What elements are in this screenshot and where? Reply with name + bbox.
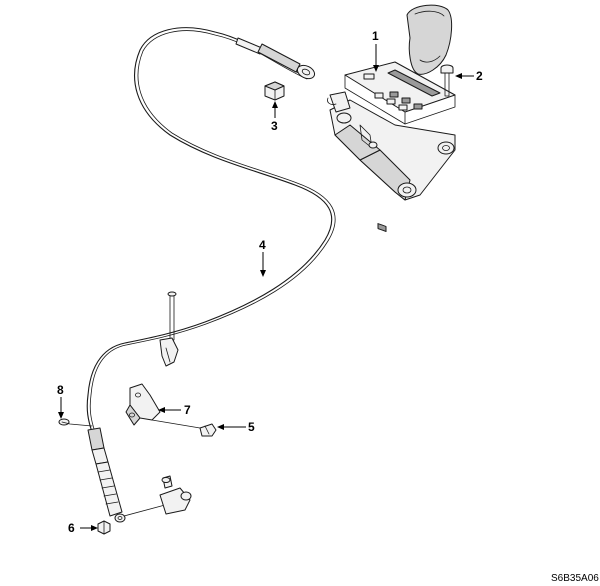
callout-4: 4 (259, 238, 266, 277)
callout-3: 3 (271, 101, 278, 133)
transmission-lever (159, 475, 192, 515)
callout-8: 8 (57, 383, 64, 419)
shift-cable (86, 27, 336, 433)
nut-part (264, 81, 285, 101)
callout-label-1: 1 (372, 29, 379, 43)
callout-label-4: 4 (259, 238, 266, 252)
cable-shifter-end (235, 37, 316, 80)
callout-1: 1 (372, 29, 379, 72)
callout-label-7: 7 (184, 403, 191, 417)
callout-2: 2 (455, 69, 483, 83)
callout-5: 5 (217, 420, 255, 434)
figure-code: S6B35A06 (551, 573, 599, 584)
retaining-clip-part-5 (199, 423, 217, 437)
callout-6: 6 (68, 521, 98, 535)
callout-label-5: 5 (248, 420, 255, 434)
cable-transmission-end (87, 427, 166, 523)
callout-label-2: 2 (476, 69, 483, 83)
callout-label-3: 3 (271, 119, 278, 133)
callout-7: 7 (158, 403, 191, 417)
callout-label-6: 6 (68, 521, 75, 535)
bolt-part-2 (440, 64, 454, 97)
shift-lever-assembly (327, 4, 456, 233)
nut-part-6 (97, 520, 111, 535)
cable-clamp (159, 291, 179, 367)
bolt-part-8 (58, 418, 93, 427)
cable-bracket-part-7 (125, 383, 201, 429)
callout-label-8: 8 (57, 383, 64, 397)
